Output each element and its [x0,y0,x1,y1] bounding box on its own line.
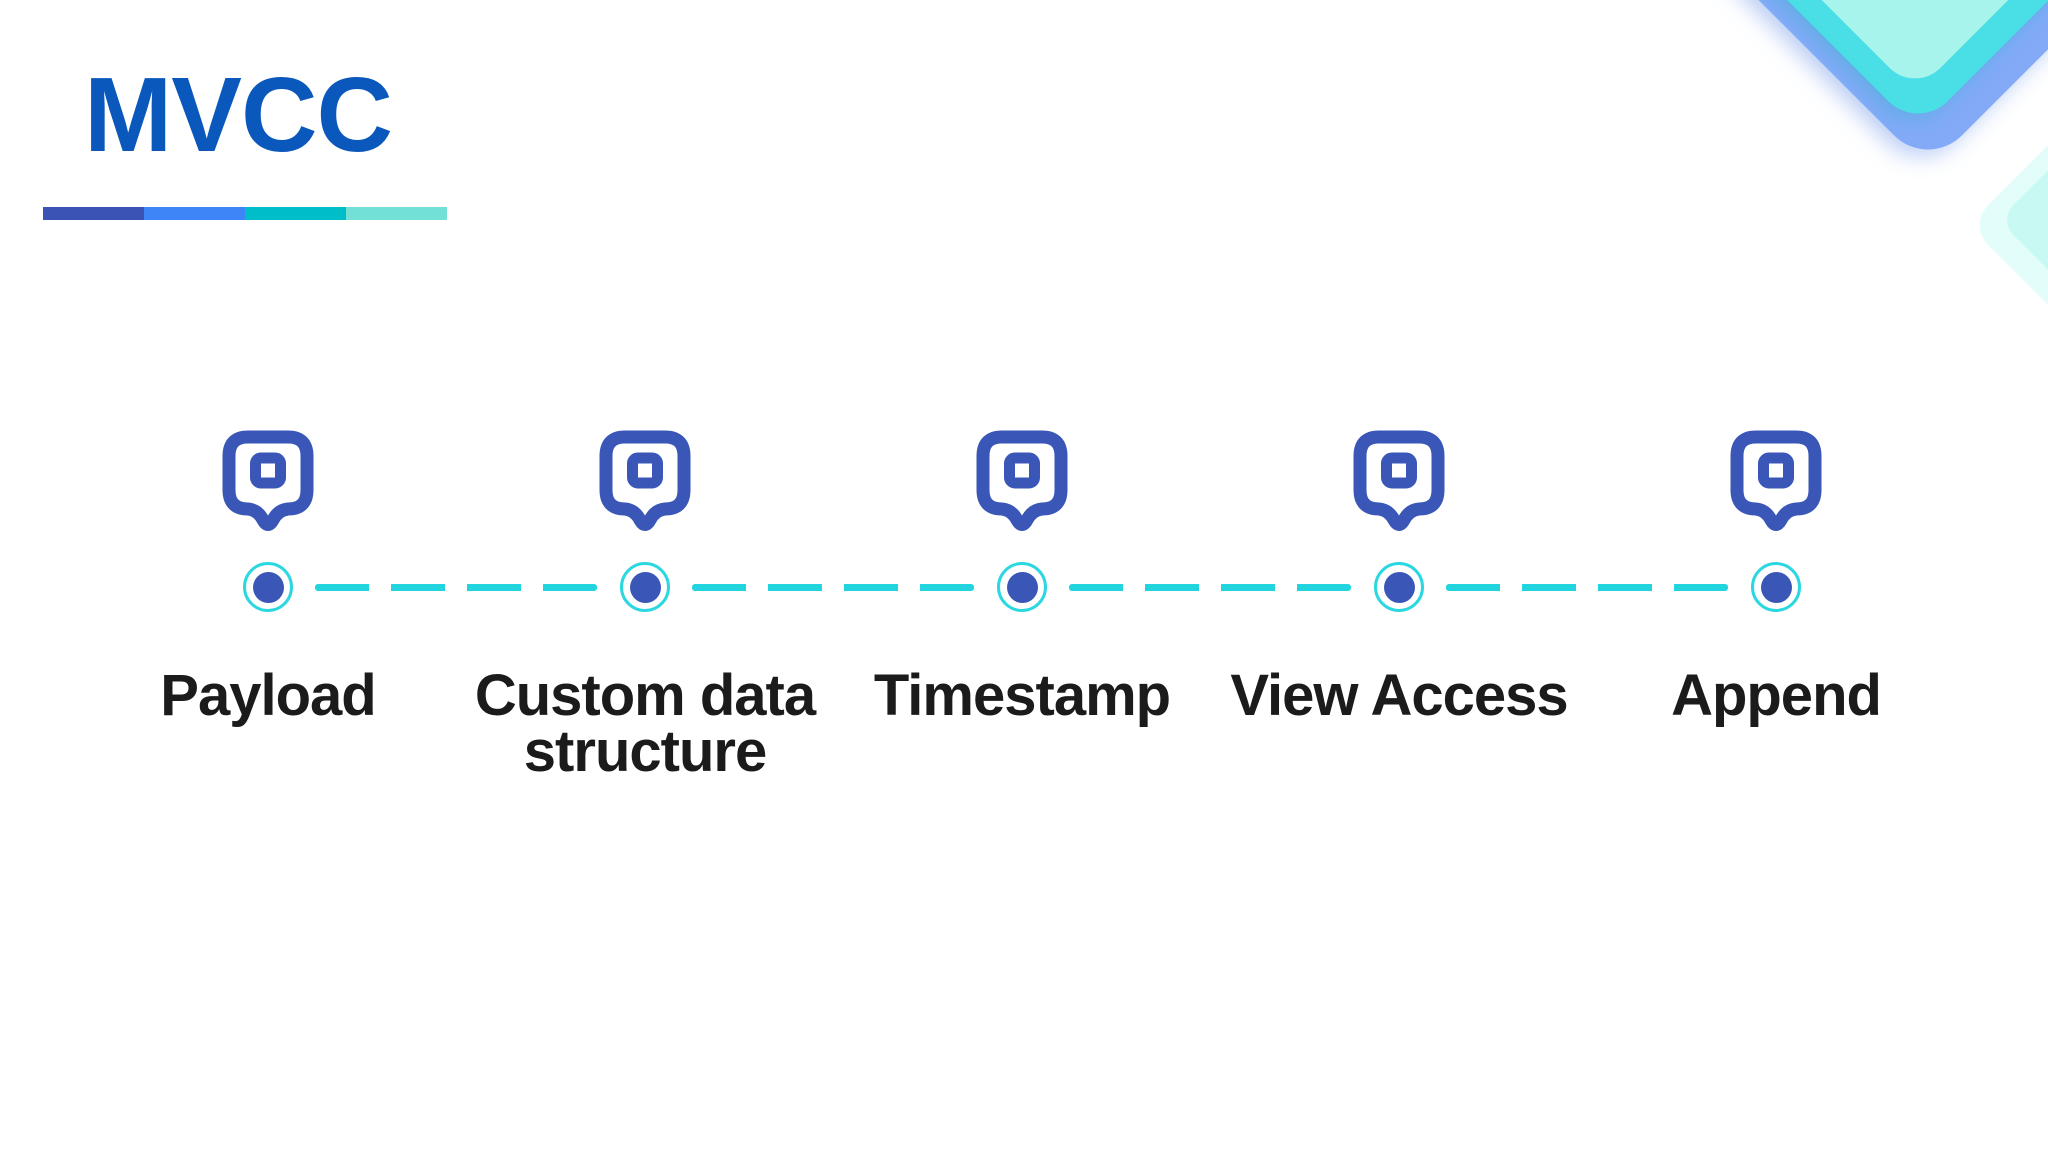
timeline-node [243,562,293,612]
map-pin-icon [1730,430,1822,531]
map-pin-icon [599,430,691,531]
timeline-node [1374,562,1424,612]
map-pin-icon [976,430,1068,531]
timeline-item-label: Timestamp [873,663,1171,728]
timeline-item-label: Payload [160,663,376,728]
timeline-node-core [1006,571,1038,603]
timeline-node-core [629,571,661,603]
timeline-node-core [1760,571,1792,603]
timeline-node [997,562,1047,612]
timeline-item-label: Append [1671,663,1882,728]
accent-segment [144,207,245,220]
timeline-node-core [252,571,284,603]
timeline-connector [1446,584,1728,591]
title-accent-bar [43,207,447,220]
timeline-connector [315,584,597,591]
timeline-item-label: View Access [1230,663,1568,728]
timeline-item-label: Custom data structure [474,663,816,785]
timeline-node [620,562,670,612]
accent-segment [346,207,447,220]
map-pin-icon [1353,430,1445,531]
accent-segment [43,207,144,220]
accent-segment [245,207,346,220]
timeline-node [1751,562,1801,612]
page-title: MVCC [84,56,393,174]
map-pin-icon [222,430,314,531]
timeline-node-core [1383,571,1415,603]
timeline-connector [692,584,974,591]
timeline-connector [1069,584,1351,591]
